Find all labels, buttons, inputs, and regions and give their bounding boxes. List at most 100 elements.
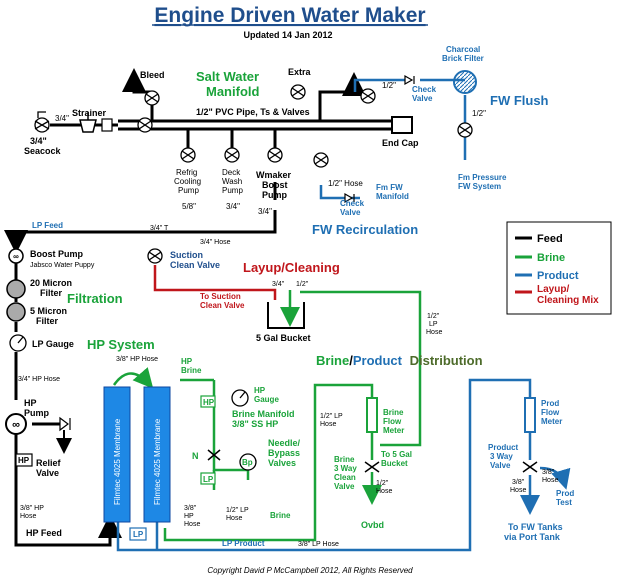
charcoal-filter-icon (453, 70, 477, 94)
membrane-1 (103, 386, 131, 523)
legend-layup-l1: Layup/ (537, 284, 569, 295)
page-title: Engine Driven Water Maker (154, 4, 425, 27)
legend-layup: Layup/Cleaning Mix (537, 284, 599, 306)
legend-brine: Brine (537, 252, 565, 264)
needle-valve-icon (207, 449, 221, 461)
valve-boost (267, 147, 283, 163)
label-tee: 3/4" T (150, 225, 169, 232)
label-hp-hose-34: 3/4" HP Hose (18, 376, 60, 383)
label-strainer: Strainer (72, 108, 107, 118)
heading-filtration: Filtration (67, 291, 123, 306)
label-seacock: 3/4"Seacock (24, 136, 62, 156)
heading-swm-1: Salt Water (196, 69, 259, 84)
label-flush-half: 1/2" (472, 109, 486, 118)
label-brine-12: 1/2"Hose (376, 480, 392, 495)
label-hp-hose-top: 3/8" HP Hose (116, 356, 158, 363)
heading-distribution: Brine/Product Distribution (316, 353, 483, 368)
label-extra: Extra (288, 67, 312, 77)
label-wmaker-size: 3/4" (258, 207, 272, 216)
feed-lines (4, 68, 395, 547)
label-lp-product: LP Product (222, 539, 265, 548)
membrane-1-label: Filmtec 4025 Membrane (113, 418, 122, 505)
valve-deck (224, 147, 240, 163)
relief-valve-icon (59, 416, 71, 432)
page-subtitle: Updated 14 Jan 2012 (243, 30, 332, 40)
heading-hp-system: HP System (87, 337, 155, 352)
valve-extra (290, 84, 306, 100)
bypass-valve-icon (239, 453, 257, 471)
label-hose-38-bottom: 3/8" LP Hose (298, 541, 339, 548)
heading-layup: Layup/Cleaning (243, 260, 340, 275)
prod-flow-meter-icon (524, 397, 536, 433)
brine-flow-meter-icon (366, 397, 378, 433)
label-brine-bottom: Brine (270, 511, 291, 520)
valve-seacock (34, 111, 50, 133)
filter-20-micron (6, 279, 26, 299)
heading-fw-flush: FW Flush (490, 93, 549, 108)
label-ovbd: Ovbd (361, 520, 384, 530)
label-boost-pump: Boost Pump (30, 249, 84, 259)
dist-word: Distribution (410, 353, 483, 368)
label-lp-feed: LP Feed (32, 221, 63, 230)
membrane-2-label: Filmtec 4025 Membrane (153, 418, 162, 505)
valve-top-right (360, 88, 376, 104)
label-top-half: 1/2" (382, 81, 396, 90)
check-valve-icons (344, 74, 415, 204)
valve-manifold-1 (137, 117, 153, 133)
lp-gauge-icon (9, 334, 27, 352)
label-end-cap: End Cap (382, 138, 419, 148)
label-seacock-size: 3/4" (55, 114, 69, 123)
tag-hp: HP (203, 398, 215, 407)
hp-pump-icon (5, 413, 27, 435)
legend-feed: Feed (537, 233, 563, 245)
label-gal-bucket: 5 Gal Bucket (256, 333, 311, 343)
heading-swm-2: Manifold (206, 84, 259, 99)
label-bucket-12: 1/2" (296, 281, 309, 288)
label-manifold-pipe: 1/2" PVC Pipe, Ts & Valves (196, 107, 310, 117)
valve-refrig (180, 147, 196, 163)
label-hose-34: 3/4" Hose (200, 239, 231, 246)
boost-pump-icon (8, 248, 24, 264)
bucket-icon (267, 302, 305, 329)
label-bleed: Bleed (140, 70, 165, 80)
legend-layup-l2: Cleaning Mix (537, 295, 599, 306)
tag-boxes (200, 395, 216, 485)
brine-3way-icon (364, 461, 380, 473)
tag-lp-bottom: LP (133, 530, 144, 539)
section-headings: Salt Water Manifold FW Flush FW Recircul… (67, 69, 549, 368)
svg-text:∞: ∞ (12, 419, 20, 431)
valve-bleed (144, 90, 160, 106)
tag-n: N (192, 451, 199, 461)
copyright: Copyright David P McCampbell 2012, All R… (207, 566, 413, 575)
label-bucket-34: 3/4" (272, 281, 285, 288)
valve-suction-clean (147, 248, 163, 264)
valve-flush (457, 122, 473, 138)
tag-bp: Bp (242, 458, 253, 467)
tag-lp: LP (203, 475, 214, 484)
brine-lines (112, 290, 422, 542)
end-cap (391, 116, 413, 134)
heading-fw-recirc: FW Recirculation (312, 222, 418, 237)
